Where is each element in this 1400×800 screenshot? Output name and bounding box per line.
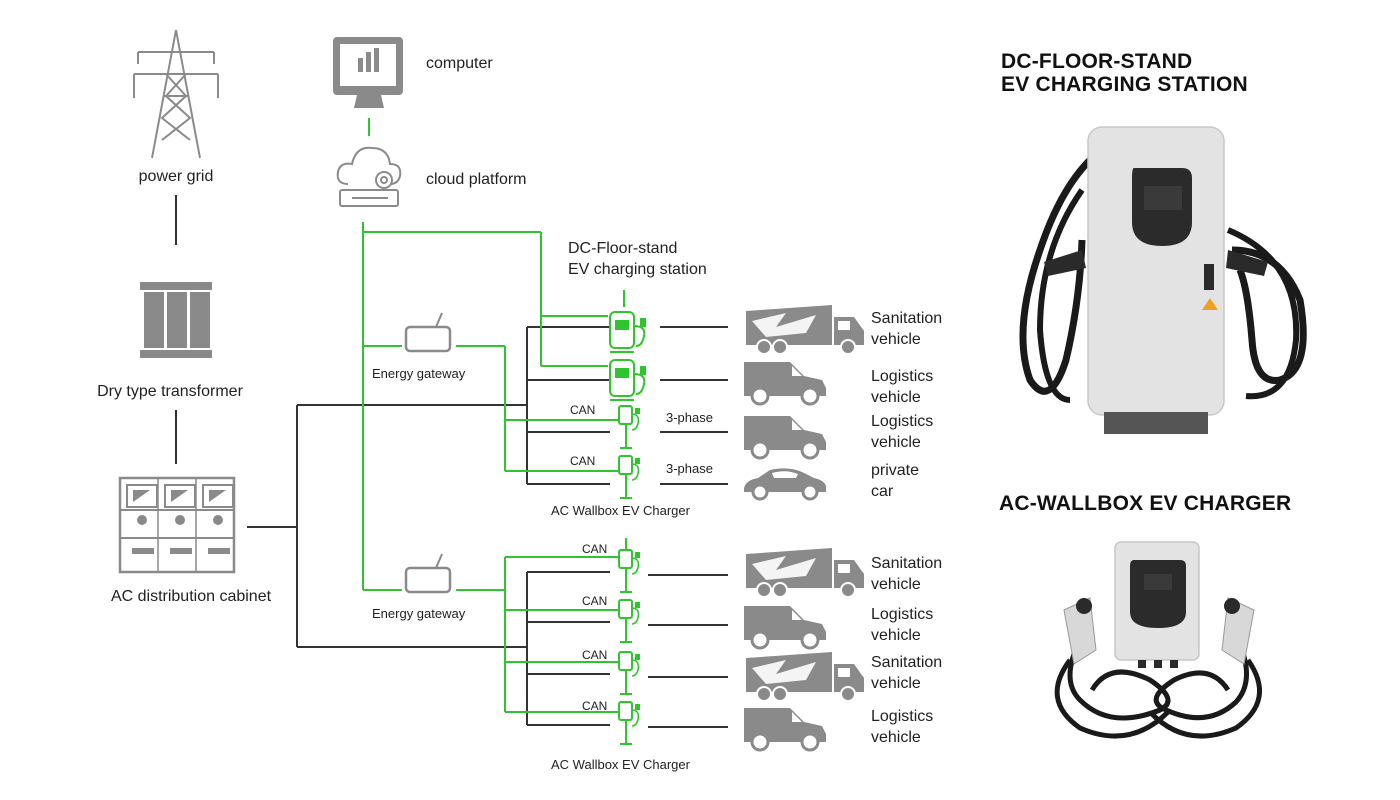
private-car-icon — [742, 466, 828, 501]
ac-wallbox-icon — [618, 701, 641, 745]
power-grid-label: power grid — [138, 168, 214, 185]
computer-icon — [333, 37, 403, 108]
energy-gateway-icon — [404, 552, 452, 594]
sanitation-truck-icon — [745, 304, 865, 355]
can-label: CAN — [582, 648, 608, 662]
energy-gateway-label: Energy gateway — [372, 366, 466, 381]
ac-bus-lines — [247, 326, 728, 728]
sanitation-truck-icon — [745, 651, 865, 702]
ac-wallbox-photo — [1054, 541, 1263, 739]
transformer-icon — [140, 282, 212, 358]
cloud-platform-label: cloud platform — [426, 171, 527, 188]
three-phase-label: 3-phase — [666, 461, 713, 476]
ac-wallbox-icon — [618, 651, 641, 695]
logistics-van-icon — [742, 706, 828, 752]
power-grid-icon — [133, 29, 219, 159]
sanitation-truck-icon — [745, 547, 865, 598]
dc-product-title: DC-FLOOR-STAND EV CHARGING STATION — [1001, 50, 1248, 96]
dc-charger-icon — [609, 311, 647, 353]
communication-lines — [362, 118, 627, 713]
can-label: CAN — [582, 594, 608, 608]
can-label: CAN — [570, 454, 596, 468]
cloud-platform-icon — [336, 146, 402, 207]
can-label: CAN — [570, 403, 596, 417]
logistics-van-icon — [742, 414, 828, 460]
logistics-van-icon — [742, 604, 828, 650]
ac-wallbox-icon — [618, 455, 641, 499]
can-label: CAN — [582, 699, 608, 713]
ac-wallbox-icon — [618, 405, 641, 449]
can-label: CAN — [582, 542, 608, 556]
computer-label: computer — [426, 55, 493, 72]
energy-gateway-label: Energy gateway — [372, 606, 466, 621]
logistics-van-icon — [742, 360, 828, 406]
ac-wallbox-icon — [618, 549, 641, 593]
ac-wallbox-icon — [618, 599, 641, 643]
ac-wallbox-label: AC Wallbox EV Charger — [551, 503, 690, 518]
cabinet-label: AC distribution cabinet — [110, 588, 272, 605]
three-phase-label: 3-phase — [666, 410, 713, 425]
energy-gateway-icon — [404, 311, 452, 353]
dc-station-label-line2: EV charging station — [568, 261, 707, 278]
ac-product-title: AC-WALLBOX EV CHARGER — [999, 492, 1292, 515]
dc-station-label-line1: DC-Floor-stand — [568, 240, 678, 257]
transformer-label: Dry type transformer — [97, 383, 243, 400]
dc-charger-icon — [609, 359, 647, 401]
ac-wallbox-label: AC Wallbox EV Charger — [551, 757, 690, 772]
cabinet-icon — [118, 476, 236, 574]
dc-floor-stand-photo — [1019, 126, 1307, 434]
